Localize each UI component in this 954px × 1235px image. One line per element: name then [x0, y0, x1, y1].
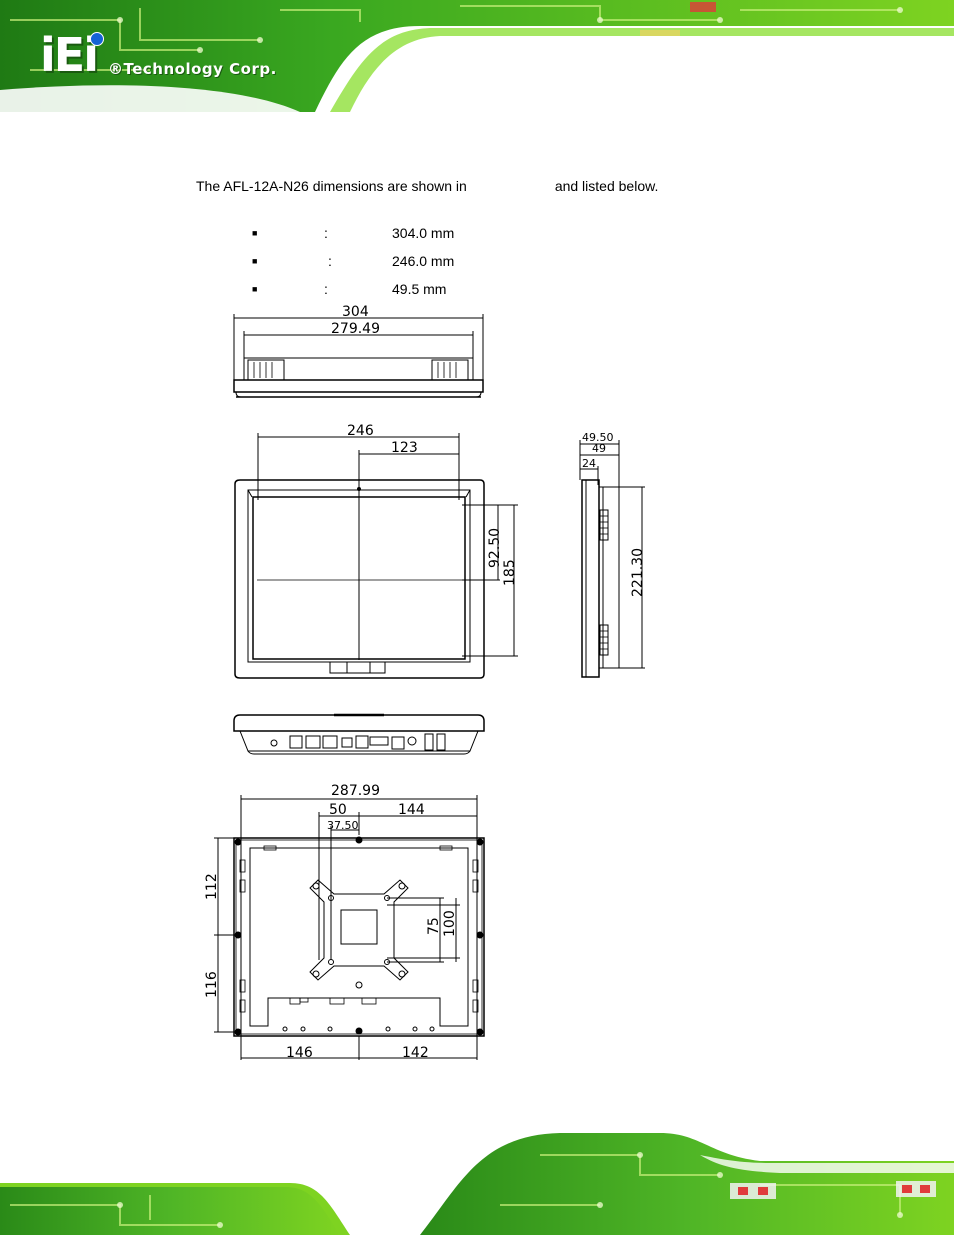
bottom-view: [233, 713, 485, 755]
dim-top-inner-width: 279.49: [331, 321, 380, 337]
dim-front-half-width: 123: [391, 440, 418, 456]
dim-front-height: 185: [502, 559, 518, 586]
intro-text-before: The AFL-12A-N26 dimensions are shown in: [196, 178, 467, 194]
spec-value: 304.0 mm: [392, 225, 455, 241]
dim-side-depth-bezel: 24: [582, 457, 596, 470]
page-footer: [0, 1125, 954, 1235]
dim-rear-vesa-inner-offset: 37.50: [327, 819, 359, 832]
dim-rear-lower-height: 116: [204, 971, 220, 998]
intro-text-after: and listed below.: [554, 178, 659, 194]
top-view: [233, 314, 484, 398]
dim-rear-upper-height: 112: [204, 873, 220, 900]
dim-side-height: 221.30: [630, 548, 646, 597]
logo-tagline: ®Technology Corp.: [108, 60, 277, 78]
logo-mark: iEi: [40, 28, 99, 82]
rear-view: [214, 795, 485, 1060]
circuit-banner-top: [0, 0, 954, 112]
front-view: [234, 433, 518, 679]
dim-rear-bottom-left: 146: [286, 1045, 313, 1061]
spec-value: 246.0 mm: [392, 253, 455, 269]
dim-front-half-height: 92.50: [487, 528, 503, 568]
circuit-banner-bottom: [0, 1133, 954, 1235]
page-header: iEi ®Technology Corp.: [0, 0, 954, 112]
dim-rear-vesa-inner: 75: [426, 917, 442, 935]
dimension-drawing: 304 279.49 246 123 92.50 185 49.50 49 24…: [204, 304, 646, 1061]
dim-side-depth-body: 49: [592, 442, 606, 455]
side-view: [579, 440, 645, 678]
dim-front-width: 246: [347, 423, 374, 439]
logo-dot-icon: [90, 32, 104, 46]
bullet-icon: ■: [252, 256, 258, 266]
dim-side-depth: 49.50: [582, 431, 614, 444]
bullet-icon: ■: [252, 228, 258, 238]
dim-rear-right-width: 144: [398, 802, 425, 818]
company-logo: iEi ®Technology Corp.: [40, 30, 300, 90]
bullet-icon: ■: [252, 284, 258, 294]
dim-top-overall-width: 304: [342, 304, 369, 320]
spec-value: 49.5 mm: [392, 281, 447, 297]
dim-rear-vesa-outer: 100: [442, 910, 458, 937]
dim-rear-overall-width: 287.99: [331, 783, 380, 799]
dim-rear-vesa-offset: 50: [329, 802, 347, 818]
dim-rear-bottom-right: 142: [402, 1045, 429, 1061]
intro-paragraph: The AFL-12A-N26 dimensions are shown in a…: [196, 178, 658, 194]
